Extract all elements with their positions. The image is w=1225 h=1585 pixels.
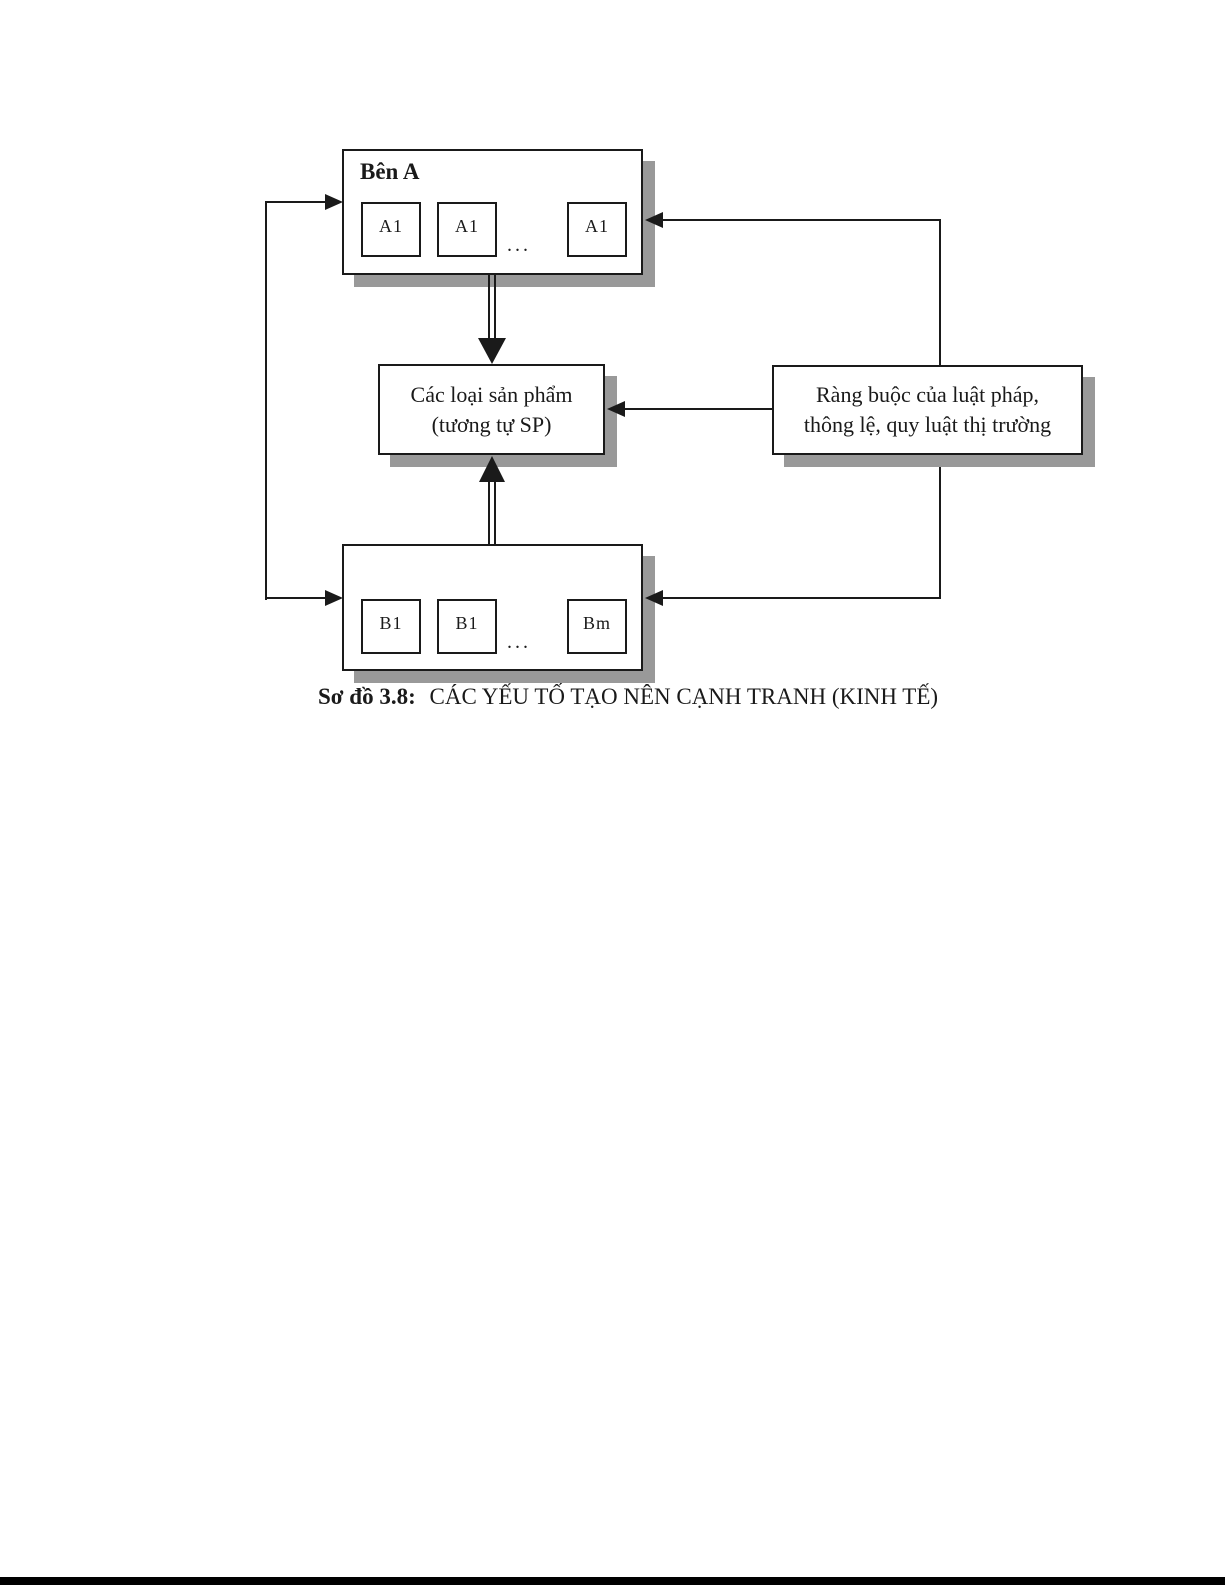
box-constraints-text: Ràng buộc của luật pháp, thông lệ, quy l… xyxy=(774,367,1081,453)
box-constraints-line1: Ràng buộc của luật pháp, xyxy=(816,382,1039,408)
arrowhead-into-box-a-left-icon xyxy=(325,194,343,210)
party-a-item-1: A1 xyxy=(361,202,421,257)
arrowhead-into-products-right-icon xyxy=(607,401,625,417)
party-b-item-1: B1 xyxy=(361,599,421,654)
box-constraints-line2: thông lệ, quy luật thị trường xyxy=(803,412,1052,437)
box-constraints: Ràng buộc của luật pháp, thông lệ, quy l… xyxy=(772,365,1083,455)
left-bracket-bottom-line xyxy=(265,597,325,599)
box-party-a-title: Bên A xyxy=(360,159,420,184)
box-products-text: Các loại sản phẩm (tương tự SP) xyxy=(380,366,603,453)
left-bracket-top-line xyxy=(265,201,325,203)
b-to-products-double-line-right xyxy=(494,481,496,544)
a-to-products-double-line-left xyxy=(488,275,490,339)
arrowhead-into-box-a-right-icon xyxy=(645,212,663,228)
party-a-ellipsis: ... xyxy=(507,234,531,256)
right-bracket-bottom-line xyxy=(663,597,941,599)
arrowhead-into-products-top-icon xyxy=(478,338,506,364)
box-products-line2: (tương tự SP) xyxy=(431,411,552,437)
caption-number: Sơ đồ 3.8: xyxy=(318,684,416,709)
arrowhead-into-products-bottom-icon xyxy=(479,456,505,482)
party-b-item-3: Bm xyxy=(567,599,627,654)
arrowhead-into-box-b-right-icon xyxy=(645,590,663,606)
party-a-item-3: A1 xyxy=(567,202,627,257)
party-a-item-2: A1 xyxy=(437,202,497,257)
b-to-products-double-line-left xyxy=(488,481,490,544)
caption-title: CÁC YẾU TỐ TẠO NÊN CẠNH TRANH (KINH TẾ) xyxy=(429,684,939,709)
box-party-b: B1 B1 Bm ... xyxy=(342,544,643,671)
box-products-line1: Các loại sản phẩm xyxy=(410,381,573,407)
left-bracket-vertical-line xyxy=(265,201,267,600)
a-to-products-double-line-right xyxy=(494,275,496,339)
party-b-ellipsis: ... xyxy=(507,631,531,653)
diagram-caption: Sơ đồ 3.8: CÁC YẾU TỐ TẠO NÊN CẠNH TRANH… xyxy=(318,684,938,710)
box-products: Các loại sản phẩm (tương tự SP) xyxy=(378,364,605,455)
constraints-to-products-line xyxy=(624,408,772,410)
arrowhead-into-box-b-left-icon xyxy=(325,590,343,606)
page-bottom-border xyxy=(0,1577,1225,1585)
box-party-a: Bên A A1 A1 A1 ... xyxy=(342,149,643,275)
party-b-item-2: B1 xyxy=(437,599,497,654)
right-bracket-top-line xyxy=(663,219,941,221)
